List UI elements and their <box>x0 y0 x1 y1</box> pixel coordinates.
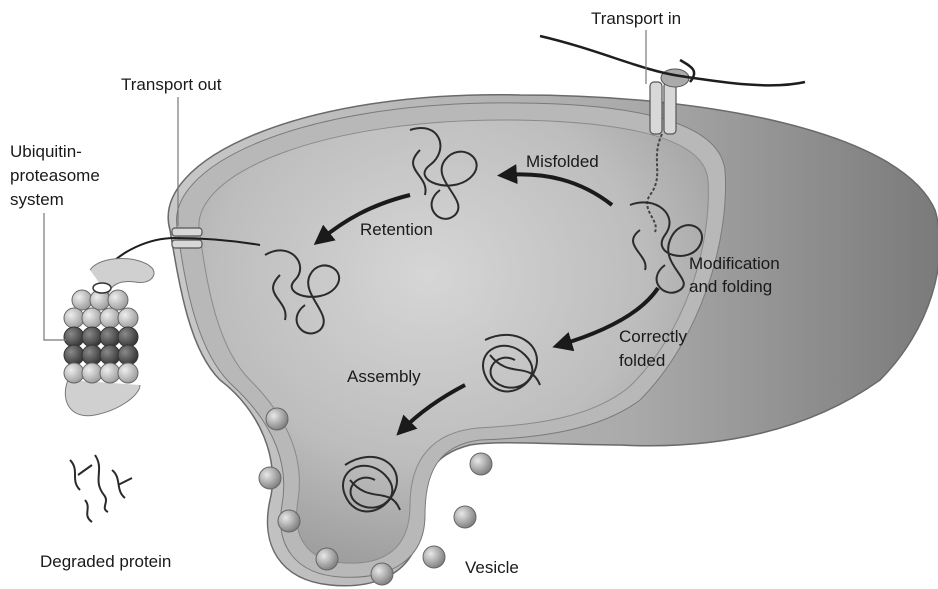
degraded-protein-fragments <box>70 455 132 522</box>
label-degraded-protein: Degraded protein <box>40 551 171 572</box>
label-ubiquitin-line2: proteasome <box>10 165 100 186</box>
label-transport-out: Transport out <box>121 74 221 95</box>
label-retention: Retention <box>360 219 433 240</box>
label-correctly-line2: folded <box>619 350 665 371</box>
proteasome-rings <box>64 290 138 383</box>
label-modification-line2: and folding <box>689 276 772 297</box>
label-misfolded: Misfolded <box>526 151 599 172</box>
label-ubiquitin-line1: Ubiquitin- <box>10 141 82 162</box>
label-correctly-line1: Correctly <box>619 326 687 347</box>
label-modification-line1: Modification <box>689 253 780 274</box>
label-assembly: Assembly <box>347 366 421 387</box>
label-transport-in: Transport in <box>591 8 681 29</box>
proteasome <box>64 258 154 415</box>
label-ubiquitin-line3: system <box>10 189 64 210</box>
label-vesicle: Vesicle <box>465 557 519 578</box>
